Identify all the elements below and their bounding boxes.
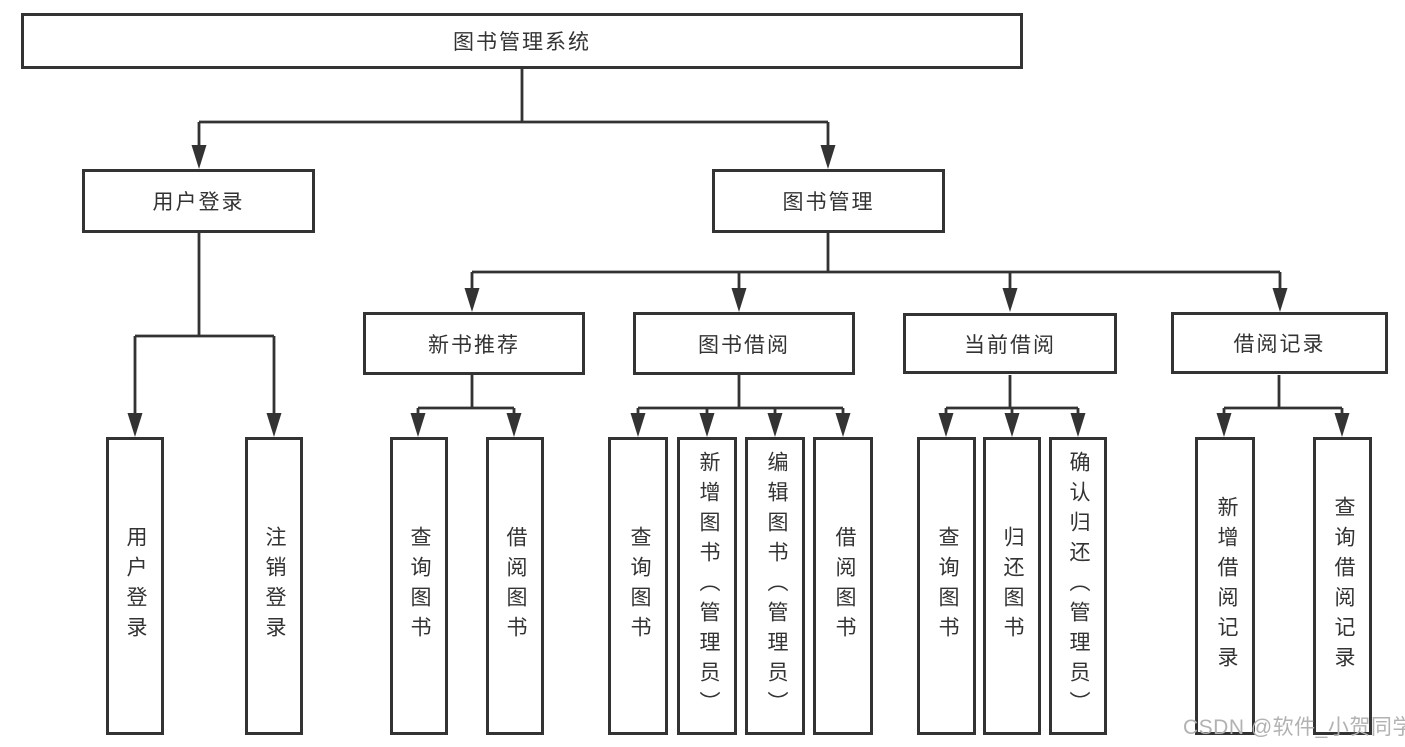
leaf-return-books: 归还图书 xyxy=(983,437,1041,735)
node-new-book-recommend: 新书推荐 xyxy=(363,312,585,375)
leaf-edit-books-admin: 编辑图书（管理员） xyxy=(745,437,805,735)
leaf-borrow-books: 借阅图书 xyxy=(813,437,873,735)
node-root-library-system: 图书管理系统 xyxy=(21,13,1023,69)
node-book-borrow: 图书借阅 xyxy=(633,312,855,375)
node-current-borrow: 当前借阅 xyxy=(903,313,1117,374)
node-book-management: 图书管理 xyxy=(712,169,945,233)
leaf-borrow-books-recommend: 借阅图书 xyxy=(486,437,544,735)
leaf-query-borrow-record: 查询借阅记录 xyxy=(1313,437,1372,735)
leaf-add-books-admin: 新增图书（管理员） xyxy=(677,437,737,735)
node-user-login: 用户登录 xyxy=(82,169,315,233)
leaf-query-books-current: 查询图书 xyxy=(917,437,976,735)
leaf-add-borrow-record: 新增借阅记录 xyxy=(1195,437,1255,735)
leaf-confirm-return-admin: 确认归还（管理员） xyxy=(1049,437,1107,735)
csdn-watermark: CSDN @软件_小贺同学 xyxy=(1183,716,1405,739)
node-borrow-records: 借阅记录 xyxy=(1171,312,1388,374)
leaf-logout: 注销登录 xyxy=(245,437,303,735)
leaf-query-books-borrow: 查询图书 xyxy=(608,437,668,735)
leaf-query-books-recommend: 查询图书 xyxy=(390,437,448,735)
leaf-user-login: 用户登录 xyxy=(106,437,164,735)
